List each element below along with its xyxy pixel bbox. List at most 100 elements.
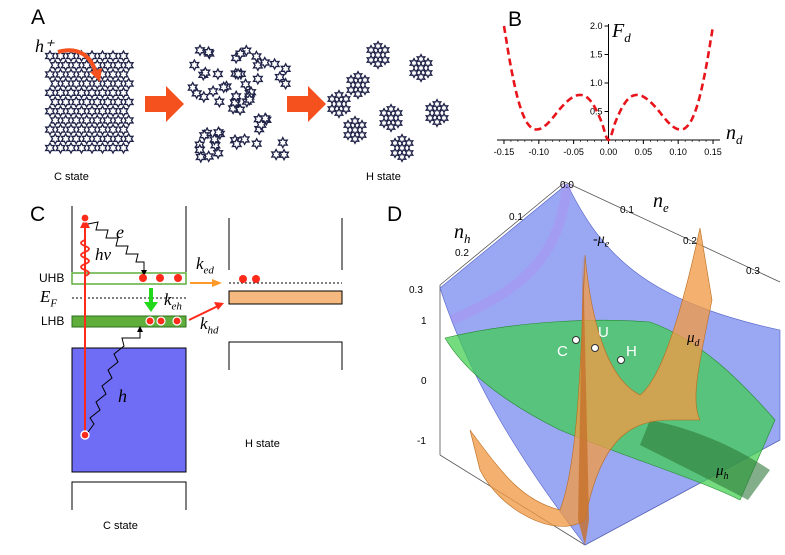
star-of-david-cluster: [44, 49, 56, 63]
star-of-david-cluster: [44, 68, 56, 81]
star-of-david-cluster: [385, 121, 397, 133]
star-of-david-cluster: [60, 58, 72, 72]
hole-injection-arrow: [57, 48, 98, 75]
mu-e-label: -μe: [593, 232, 610, 250]
chart-x-tick-label: 0.15: [704, 147, 722, 157]
nh-tick: 0.3: [409, 285, 423, 296]
chart-x-tick-label: -0.15: [494, 147, 515, 157]
star-of-david-cluster: [274, 70, 286, 84]
star-of-david-cluster: [112, 58, 124, 72]
panel-c-c-state: C state: [103, 520, 138, 532]
star-of-david-cluster: [49, 95, 61, 109]
star-of-david-cluster: [212, 146, 224, 160]
star-of-david-cluster: [81, 77, 93, 90]
star-of-david-cluster: [81, 132, 93, 146]
star-of-david-cluster: [102, 132, 114, 146]
panel-a-h-state: H state: [366, 171, 401, 183]
star-of-david-cluster: [349, 115, 361, 127]
star-of-david-cluster: [44, 141, 56, 155]
star-of-david-cluster: [91, 132, 103, 146]
z-tick: 0: [421, 376, 427, 387]
star-of-david-cluster: [65, 86, 77, 100]
star-of-david-cluster: [49, 114, 61, 127]
star-of-david-cluster: [345, 84, 357, 96]
lhb-hole: [145, 316, 155, 326]
point-c-label: C: [557, 343, 568, 360]
star-of-david-cluster: [112, 114, 124, 127]
star-of-david-cluster: [96, 141, 108, 155]
star-of-david-cluster: [356, 129, 368, 141]
star-of-david-cluster: [112, 132, 124, 146]
star-of-david-cluster: [117, 68, 129, 81]
star-of-david-cluster: [96, 49, 108, 63]
panel-c-h-state: H state: [245, 438, 280, 450]
star-of-david-cluster: [202, 45, 215, 59]
nh-axis-label: nh: [454, 221, 471, 246]
star-of-david-cluster: [352, 88, 364, 100]
star-of-david-cluster: [240, 77, 252, 91]
chart-x-tick-label: -0.05: [563, 147, 584, 157]
ked-arrow-head: [212, 279, 222, 287]
star-of-david-cluster: [218, 80, 230, 94]
star-of-david-cluster: [86, 141, 98, 155]
chart-x-tick-label: 0.10: [669, 147, 687, 157]
star-of-david-cluster: [431, 116, 443, 128]
star-of-david-cluster: [117, 86, 129, 100]
chart-xlabel: nd: [726, 122, 743, 147]
star-of-david-cluster: [54, 68, 66, 81]
valence-hole: [80, 430, 90, 440]
star-of-david-cluster: [352, 70, 364, 82]
star-of-david-cluster: [86, 123, 98, 136]
hole-relaxation-path: [87, 330, 141, 433]
panel-a-c-state: C state: [54, 171, 89, 183]
star-of-david-cluster: [60, 95, 72, 109]
ne-tick: 0.0: [560, 180, 574, 191]
star-of-david-cluster: [86, 86, 98, 100]
electron-relaxation-head: [141, 270, 147, 276]
star-of-david-cluster: [70, 114, 82, 127]
star-of-david-cluster: [359, 84, 371, 96]
panel-c-letter: C: [30, 203, 46, 226]
star-of-david-cluster: [54, 86, 66, 100]
excited-electron: [80, 213, 90, 223]
star-of-david-cluster: [70, 132, 82, 146]
chart-ylabel: Fd: [612, 20, 631, 45]
hole-label-c: h: [118, 386, 127, 406]
star-of-david-cluster: [277, 136, 289, 150]
star-of-david-cluster: [107, 123, 119, 136]
star-of-david-cluster: [198, 128, 210, 142]
star-of-david-cluster: [91, 114, 103, 127]
star-of-david-cluster: [102, 77, 114, 90]
khd-arrow-head: [214, 302, 224, 310]
point-u-label: U: [598, 324, 609, 341]
star-of-david-cluster: [234, 47, 246, 61]
star-of-david-cluster: [65, 123, 77, 136]
star-of-david-cluster: [96, 86, 108, 100]
lhb-label: LHB: [41, 314, 65, 328]
free-energy-curve: [502, 25, 715, 142]
star-of-david-cluster: [107, 104, 119, 118]
star-of-david-cluster: [255, 118, 267, 132]
mu-d-surface: [469, 227, 713, 527]
star-of-david-cluster: [107, 86, 119, 100]
star-of-david-cluster: [250, 49, 263, 63]
chart-y-tick-label: 1.5: [590, 50, 603, 60]
star-of-david-cluster: [438, 112, 450, 124]
star-of-david-cluster: [227, 102, 239, 115]
star-of-david-cluster: [117, 49, 129, 63]
star-of-david-cluster: [251, 137, 263, 151]
hole-label: h⁺: [35, 36, 54, 56]
star-of-david-cluster: [213, 95, 225, 109]
star-of-david-cluster: [188, 58, 200, 72]
mu-h-label: μh: [716, 463, 729, 482]
star-of-david-cluster: [107, 68, 119, 81]
star-of-david-cluster: [326, 103, 338, 115]
star-of-david-cluster: [70, 95, 82, 109]
star-of-david-cluster: [81, 114, 93, 127]
point-h-label: H: [626, 343, 637, 360]
star-of-david-cluster: [259, 56, 271, 69]
chart-x-tick-label: 0.00: [600, 147, 618, 157]
photon-label: hν: [95, 245, 112, 264]
